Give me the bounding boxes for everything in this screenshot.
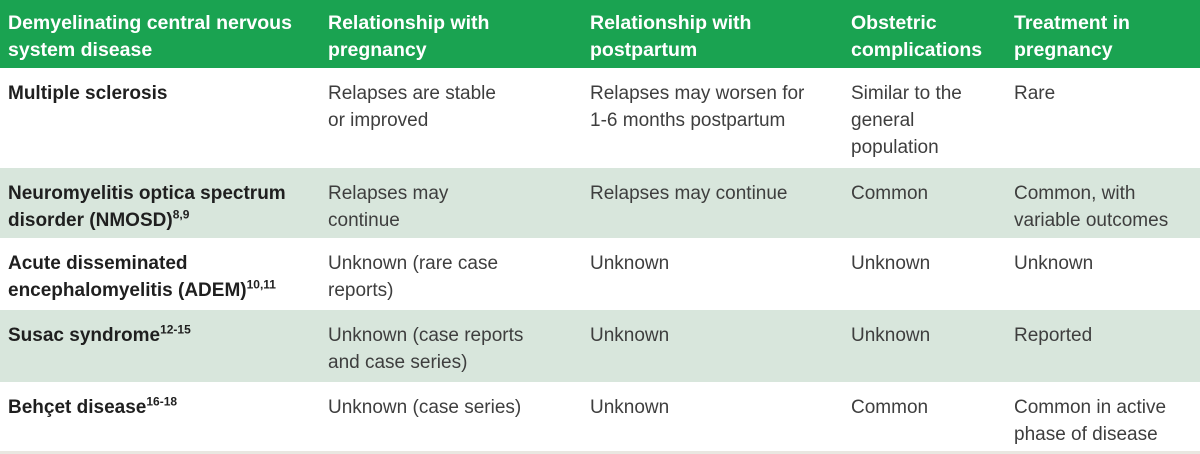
obstetric-cell: Common (851, 397, 929, 418)
col-header-obstetric: Obstetric complications (851, 12, 983, 61)
pregnancy-cell: Unknown (rare case reports) (328, 253, 499, 301)
treatment-cell: Common in active phase of disease (1014, 397, 1167, 445)
table-row: Behçet disease16-18 Unknown (case series… (0, 382, 1200, 451)
disease-name-cell: Multiple sclerosis (8, 68, 328, 107)
disease-name-cell: Behçet disease16-18 (8, 382, 328, 421)
pregnancy-cell: Relapses may continue (328, 183, 449, 231)
obstetric-cell: Unknown (851, 253, 931, 274)
disease-name-cell: Acute disseminated encephalomyelitis (AD… (8, 238, 328, 304)
disease-name-cell: Neuromyelitis optica spectrum disorder (… (8, 168, 328, 234)
disease-name: Acute disseminated encephalomyelitis (AD… (8, 253, 247, 301)
col-header-disease: Demyelinating central nervous system dis… (8, 12, 292, 61)
treatment-cell: Reported (1014, 325, 1093, 346)
postpartum-cell: Unknown (590, 325, 670, 346)
table-row: Neuromyelitis optica spectrum disorder (… (0, 168, 1200, 238)
disease-name: Multiple sclerosis (8, 83, 168, 104)
table-header-row: Demyelinating central nervous system dis… (0, 0, 1200, 68)
reference-superscript: 16-18 (146, 394, 178, 409)
obstetric-cell: Similar to the general population (851, 83, 962, 158)
table-row: Multiple sclerosis Relapses are stable o… (0, 68, 1200, 168)
bottom-divider (0, 451, 1200, 454)
disease-name-cell: Susac syndrome12-15 (8, 310, 328, 349)
disease-name: Behçet disease (8, 397, 147, 418)
disease-name: Susac syndrome (8, 325, 161, 346)
table-row: Susac syndrome12-15 Unknown (case report… (0, 310, 1200, 382)
reference-superscript: 12-15 (160, 322, 191, 337)
disease-name: Neuromyelitis optica spectrum disorder (… (8, 183, 286, 231)
postpartum-cell: Unknown (590, 253, 670, 274)
table-row: Acute disseminated encephalomyelitis (AD… (0, 238, 1200, 310)
col-header-treatment: Treatment in pregnancy (1014, 12, 1130, 61)
postpartum-cell: Relapses may continue (590, 183, 788, 204)
treatment-cell: Rare (1014, 83, 1056, 104)
pregnancy-cell: Relapses are stable or improved (328, 83, 496, 131)
col-header-postpartum: Relationship with postpartum (590, 12, 752, 61)
pregnancy-cell: Unknown (case reports and case series) (328, 325, 524, 373)
reference-superscript: 10,11 (246, 277, 276, 292)
postpartum-cell: Unknown (590, 397, 670, 418)
treatment-cell: Unknown (1014, 253, 1094, 274)
pregnancy-cell: Unknown (case series) (328, 397, 522, 418)
obstetric-cell: Common (851, 183, 929, 204)
reference-superscript: 8,9 (172, 207, 190, 222)
col-header-pregnancy: Relationship with pregnancy (328, 12, 490, 61)
treatment-cell: Common, with variable outcomes (1014, 183, 1169, 231)
obstetric-cell: Unknown (851, 325, 931, 346)
postpartum-cell: Relapses may worsen for 1-6 months postp… (590, 83, 805, 131)
